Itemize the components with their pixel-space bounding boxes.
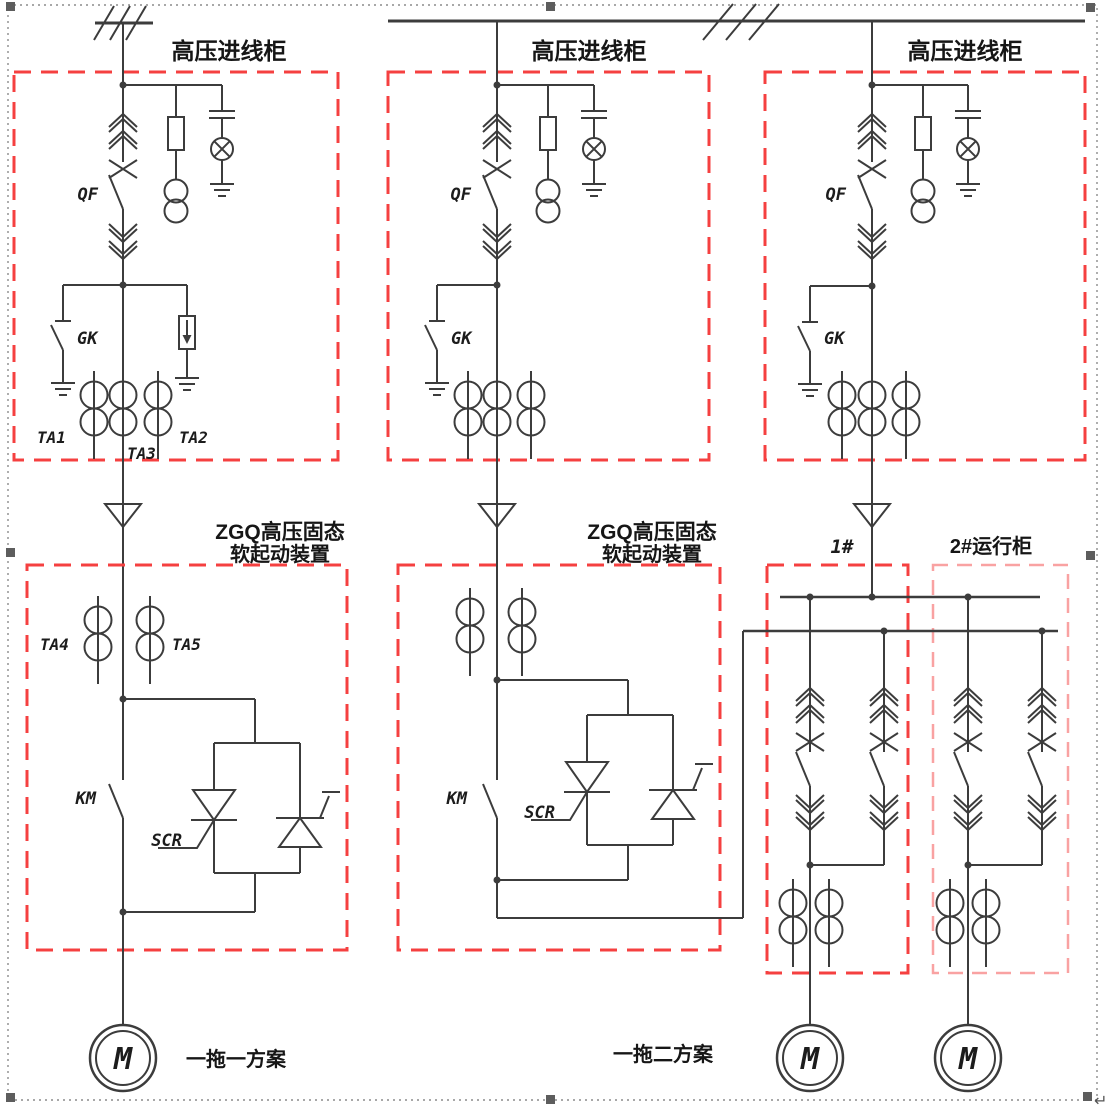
fuse-pt-branch-2 <box>535 84 561 224</box>
fuse-pt-branch-1 <box>163 84 189 224</box>
feeder-4-start <box>968 631 1057 866</box>
soft-starter-1-box <box>25 563 349 952</box>
selection-handle-se[interactable] <box>1083 1092 1092 1101</box>
incoming-cabinet-1: 高压进线柜 QF GK TA1 TA3 TA2 <box>12 23 340 780</box>
km-label-2: KM <box>446 789 468 809</box>
selection-handle-e[interactable] <box>1086 551 1095 560</box>
ct-group-2b <box>482 370 512 460</box>
gk-label-3: GK <box>824 329 846 349</box>
qf-label-2: QF <box>451 185 472 205</box>
motor-2: M <box>775 1023 845 1093</box>
soft-starter-2: ZGQ高压固态 软起动装置 SCR KM <box>396 503 743 952</box>
indicator-lamp-branch-3 <box>955 85 981 196</box>
circuit-breaker-QF-2: QF <box>451 113 512 780</box>
three-phase-slashes <box>93 5 147 41</box>
motor-2-letter: M <box>800 1042 820 1077</box>
circuit-breaker-QF-3: QF <box>826 113 887 597</box>
paragraph-return-mark: ↵ <box>1094 1091 1107 1108</box>
ct-TA5 <box>135 595 165 685</box>
scr-stack-2: SCR <box>524 714 714 846</box>
incoming-cabinet-2: 高压进线柜 QF GK <box>386 21 711 780</box>
incoming-cabinet-3: 高压进线柜 QF GK <box>763 21 1087 597</box>
ct-group-run2a <box>935 878 965 968</box>
bypass-contactor-KM-2: KM <box>446 783 498 819</box>
soft-starter-1-label-line2: 软起动装置 <box>230 542 330 566</box>
scheme-one-label: 一拖一方案 <box>186 1047 287 1071</box>
run-cabinet-2-label: 2#运行柜 <box>950 534 1032 558</box>
motor-3-letter: M <box>958 1042 978 1077</box>
ct-group-3a <box>827 370 857 460</box>
scheme-two-label: 一拖二方案 <box>613 1042 714 1066</box>
ta1-label: TA1 <box>37 428 66 447</box>
motor-1-letter: M <box>113 1042 133 1077</box>
ct-group-3c <box>891 370 921 460</box>
feeder-3-run <box>953 597 983 1025</box>
selection-handle-ne[interactable] <box>1086 3 1095 12</box>
scr-label-1: SCR <box>151 831 182 851</box>
earthing-switch-GK-2: GK <box>425 285 473 395</box>
incoming-cabinet-1-label: 高压进线柜 <box>172 38 287 64</box>
selection-handle-n[interactable] <box>546 2 555 11</box>
run-cabinet-1-label: 1# <box>831 536 854 558</box>
selection-handle-w[interactable] <box>6 548 15 557</box>
earthing-switch-GK-3: GK <box>798 286 846 396</box>
ct-group-2c <box>516 370 546 460</box>
selection-handle-sw[interactable] <box>6 1093 15 1102</box>
selection-handle-s[interactable] <box>546 1095 555 1104</box>
ct-group-3b <box>857 370 887 460</box>
motor-3: M <box>933 1023 1003 1093</box>
earthing-switch-GK-1: GK <box>51 285 99 395</box>
run-cabinet-2-box <box>931 563 1070 975</box>
surge-arrester-1 <box>175 285 199 390</box>
selection-border <box>7 4 1098 1101</box>
ct-group-2e <box>507 587 537 677</box>
selection-marquee: ↵ <box>6 2 1107 1108</box>
qf-label-3: QF <box>826 185 847 205</box>
soft-starter-2-box <box>396 563 722 952</box>
run-cabinet-1-box <box>765 563 910 975</box>
ta3-label: TA3 <box>127 444 156 463</box>
soft-starter-1-label-line1: ZGQ高压固态 <box>215 520 345 544</box>
incoming-cabinet-2-label: 高压进线柜 <box>532 38 647 64</box>
circuit-breaker-QF-1: QF <box>78 113 138 780</box>
ct-group-2d <box>455 587 485 677</box>
motor-1: M <box>88 1023 158 1093</box>
ta2-label: TA2 <box>179 428 208 447</box>
km-label-1: KM <box>75 789 97 809</box>
run-cabinet-section: 1# 2#运行柜 <box>742 503 1070 1025</box>
gk-label-2: GK <box>451 329 473 349</box>
soft-starter-output-line <box>496 818 743 919</box>
ct-group-run1b <box>814 878 844 968</box>
selection-handle-nw[interactable] <box>6 2 15 11</box>
ct-group-run1a <box>778 878 808 968</box>
scr-stack-1: SCR <box>151 742 341 874</box>
fuse-pt-branch-3 <box>910 84 936 224</box>
ct-group-2a <box>453 370 483 460</box>
three-phase-slashes <box>702 3 780 41</box>
soft-starter-2-label-line1: ZGQ高压固态 <box>587 520 717 544</box>
ct-TA1 <box>79 370 109 460</box>
incoming-cabinet-2-box <box>386 70 711 462</box>
ta4-label: TA4 <box>40 635 69 654</box>
bypass-contactor-KM-1: KM <box>75 783 124 819</box>
soft-starter-1: ZGQ高压固态 软起动装置 TA4 TA5 SCR KM <box>25 503 349 1025</box>
feeder-1-run <box>795 597 825 1025</box>
ct-group-run2b <box>971 878 1001 968</box>
gk-label-1: GK <box>77 329 99 349</box>
scr-label-2: SCR <box>524 803 555 823</box>
indicator-lamp-branch-1 <box>209 85 235 196</box>
incoming-cabinet-1-box <box>12 70 340 462</box>
feeder-2-start <box>810 631 899 866</box>
soft-starter-2-label-line2: 软起动装置 <box>602 542 702 566</box>
incoming-cabinet-3-label: 高压进线柜 <box>908 38 1023 64</box>
qf-label-1: QF <box>78 185 99 205</box>
ct-TA4 <box>83 595 113 685</box>
hv-busbar-right <box>388 3 1085 41</box>
incoming-cabinet-3-box <box>763 70 1087 462</box>
ta5-label: TA5 <box>172 635 201 654</box>
indicator-lamp-branch-2 <box>581 85 607 196</box>
